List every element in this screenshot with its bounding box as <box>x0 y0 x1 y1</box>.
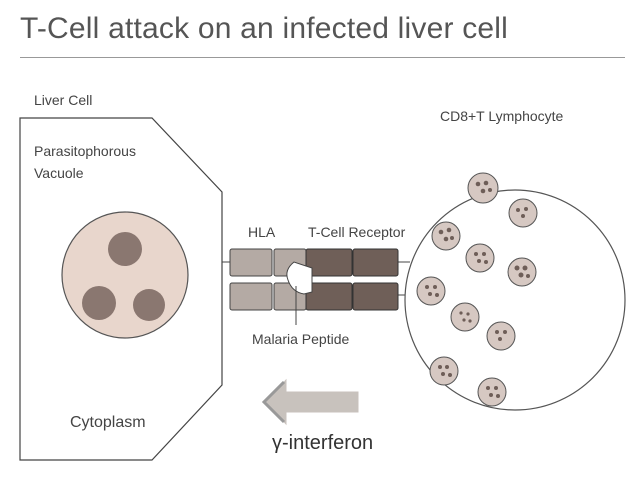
title-divider <box>20 57 625 58</box>
granule-4 <box>465 243 495 273</box>
granule-6 <box>416 276 446 306</box>
interferon-label: γ-interferon <box>272 432 374 454</box>
receptor-block-2 <box>305 282 353 311</box>
granule-9 <box>429 356 459 386</box>
receptor-block-1 <box>305 248 353 277</box>
vacuole-label: Parasitophorous Vacuole <box>34 143 136 181</box>
parasitophorous-vacuole <box>61 211 189 339</box>
lymphocyte-cell <box>404 189 626 411</box>
tcell-receptor-label: T-Cell Receptor <box>308 224 406 240</box>
granule-8 <box>486 321 516 351</box>
parasite-left <box>82 286 116 320</box>
parasite-top <box>108 232 142 266</box>
interferon-arrow <box>265 378 359 426</box>
granule-3 <box>431 221 461 251</box>
hla-block-2 <box>229 282 273 311</box>
granule-7 <box>450 302 480 332</box>
interferon-arrow-chevron <box>261 380 286 424</box>
granule-1 <box>467 172 499 204</box>
lymphocyte-granules <box>416 172 538 407</box>
receptor-block-4 <box>352 282 399 311</box>
malaria-peptide <box>286 261 313 295</box>
granule-2 <box>508 198 538 228</box>
granule-dots <box>425 180 530 398</box>
malaria-peptide-label: Malaria Peptide <box>252 331 350 347</box>
cytoplasm-label: Cytoplasm <box>70 414 146 431</box>
page-title: T-Cell attack on an infected liver cell <box>20 12 509 45</box>
liver-cell-label: Liver Cell <box>34 92 93 108</box>
hla-label: HLA <box>248 224 276 240</box>
granule-5 <box>507 257 537 287</box>
lymphocyte-label: CD8+T Lymphocyte <box>440 108 564 124</box>
granule-10 <box>477 377 507 407</box>
hla-block-1 <box>229 248 273 277</box>
parasite-right <box>133 289 165 321</box>
receptor-block-3 <box>352 248 399 277</box>
